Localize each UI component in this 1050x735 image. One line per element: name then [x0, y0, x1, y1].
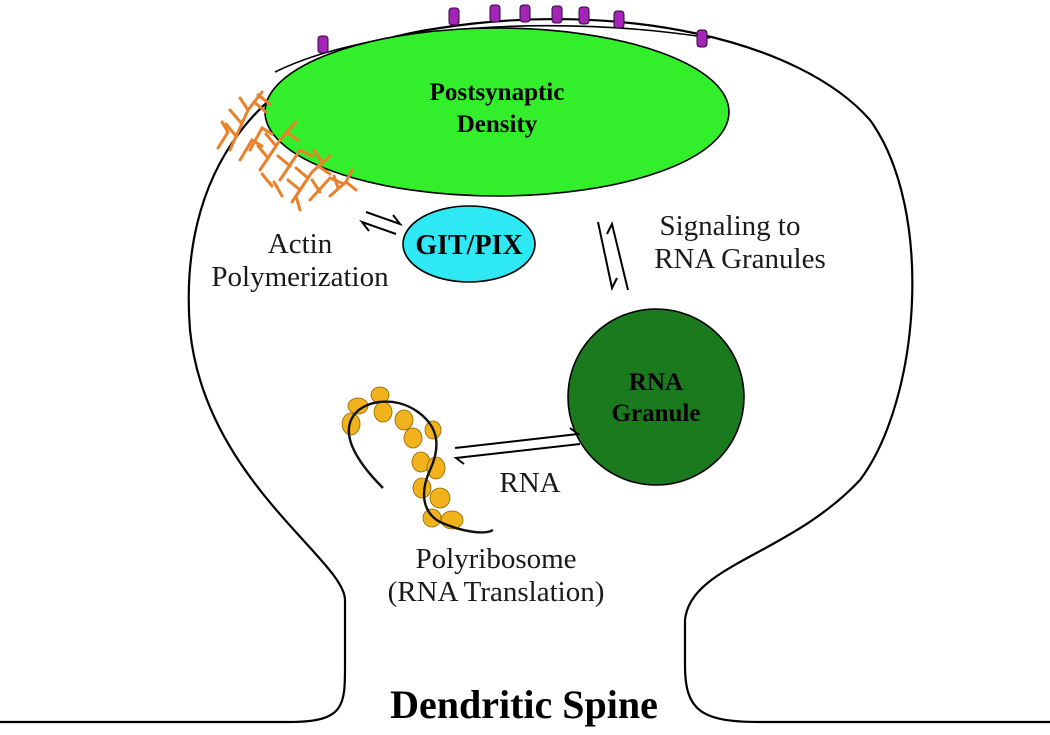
receptor-group — [317, 4, 708, 54]
receptor-icon — [578, 6, 590, 25]
spine-membrane-outline — [0, 18, 1050, 724]
receptor-icon — [696, 29, 708, 48]
git-pix-label: GIT/PIX — [415, 230, 522, 261]
receptor-icon — [519, 4, 531, 23]
equilibrium-arrow-rna — [453, 427, 581, 465]
rna-granule — [567, 308, 745, 486]
actin-label-line2: Polymerization — [211, 261, 389, 293]
rna-label: RNA — [499, 467, 560, 499]
polyribosome-label-line1: Polyribosome — [415, 543, 576, 575]
diagram-title: Dendritic Spine — [390, 682, 658, 727]
equilibrium-arrow-signaling — [597, 221, 629, 292]
git-pix-complex — [402, 205, 536, 283]
receptor-icon — [551, 5, 563, 24]
granule-label-line2: Granule — [612, 400, 701, 427]
polyribosome-label-line2: (RNA Translation) — [388, 576, 605, 608]
psd-label-line2: Density — [457, 111, 538, 138]
granule-label-line1: RNA — [629, 369, 683, 396]
equilibrium-arrow-actin — [359, 211, 403, 235]
ribosome-group — [341, 386, 464, 530]
mrna-strand — [347, 400, 494, 534]
polyribosome — [341, 386, 494, 534]
receptor-icon — [489, 4, 501, 23]
receptor-icon — [317, 35, 329, 54]
psd-label-line1: Postsynaptic — [430, 79, 565, 106]
receptor-icon — [613, 10, 625, 29]
actin-filaments — [216, 90, 358, 212]
signaling-label-line1: Signaling to — [660, 210, 801, 242]
actin-label-line1: Actin — [268, 228, 333, 260]
signaling-label-line2: RNA Granules — [654, 243, 826, 275]
receptor-icon — [448, 7, 460, 26]
